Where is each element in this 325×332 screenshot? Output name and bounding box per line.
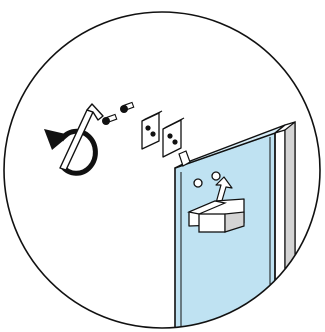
hinge-clamp-icon bbox=[186, 198, 245, 233]
bracket-plate-icon bbox=[141, 110, 163, 150]
vignette-border bbox=[3, 11, 321, 329]
glass-panel-side-shade bbox=[284, 120, 296, 328]
panel-hole-right bbox=[211, 171, 221, 181]
screw-icon bbox=[102, 113, 118, 125]
bracket-plate-icon-2 bbox=[162, 117, 185, 158]
panel-hole-left bbox=[193, 178, 203, 188]
rotate-counterclockwise-arrow-icon bbox=[44, 128, 98, 176]
allen-key-icon bbox=[59, 103, 104, 171]
screw-icon-2 bbox=[120, 101, 135, 113]
panel-top-tab bbox=[178, 150, 191, 167]
